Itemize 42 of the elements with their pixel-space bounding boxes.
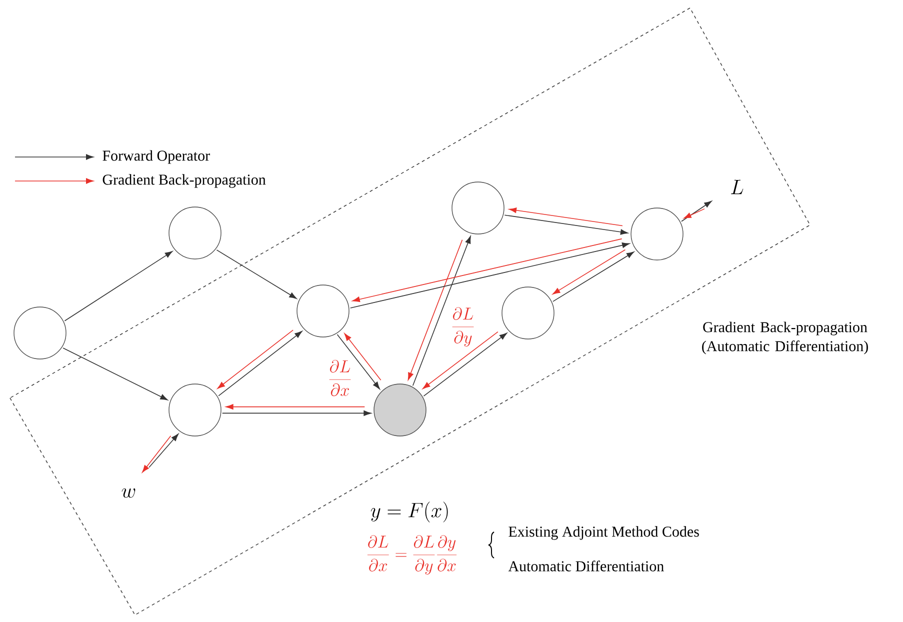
edge-label: $\frac{\partial L}{\partial x}$ [327,359,353,397]
arrow [423,332,508,396]
node-circle [630,208,684,260]
arrow [226,404,366,410]
node-circle [374,384,426,436]
arrow [350,242,630,308]
arrow [64,251,173,322]
math-label: $L$ [731,180,744,194]
arrow [336,334,380,390]
note-text: Existing Adjoint Method Codes [508,526,699,540]
node-circle [502,286,554,340]
arrow [681,200,712,222]
arrow [216,250,297,299]
node-circle [14,306,66,360]
arrow [552,249,626,294]
arrow [412,236,471,386]
node-circle [452,182,504,234]
arrow [344,333,382,381]
legend-text: Gradient Back-propagation [102,174,266,188]
node-circle [296,284,350,338]
arrow [217,330,294,389]
note-text: Gradient Back-propagation (Automatic Differentiation) [702,322,868,354]
arrow [422,331,498,389]
formula: $\frac{\partial L}{\partial x} = \frac{\partial L}{\partial y}\frac{\partial y}{\partial x}$ [367,535,457,575]
arrow [142,436,172,473]
edge-label: $\frac{\partial L}{\partial y}$ [450,306,476,348]
node-circle [168,384,222,436]
arrow [218,331,302,396]
arrow [352,238,622,302]
arrow [408,239,463,380]
arrow [504,214,628,235]
math-label: $y = F(x)$ [370,502,448,522]
arrow [148,434,179,468]
arrow [508,208,623,226]
math-label: $w$ [122,488,136,498]
legend-text: Forward Operator [102,150,210,164]
arrow [684,208,705,219]
note-text: Automatic Differentiation [508,560,664,572]
arrow [552,252,634,302]
arrow [222,410,372,416]
node-circle [168,206,222,260]
arrow [62,348,168,400]
